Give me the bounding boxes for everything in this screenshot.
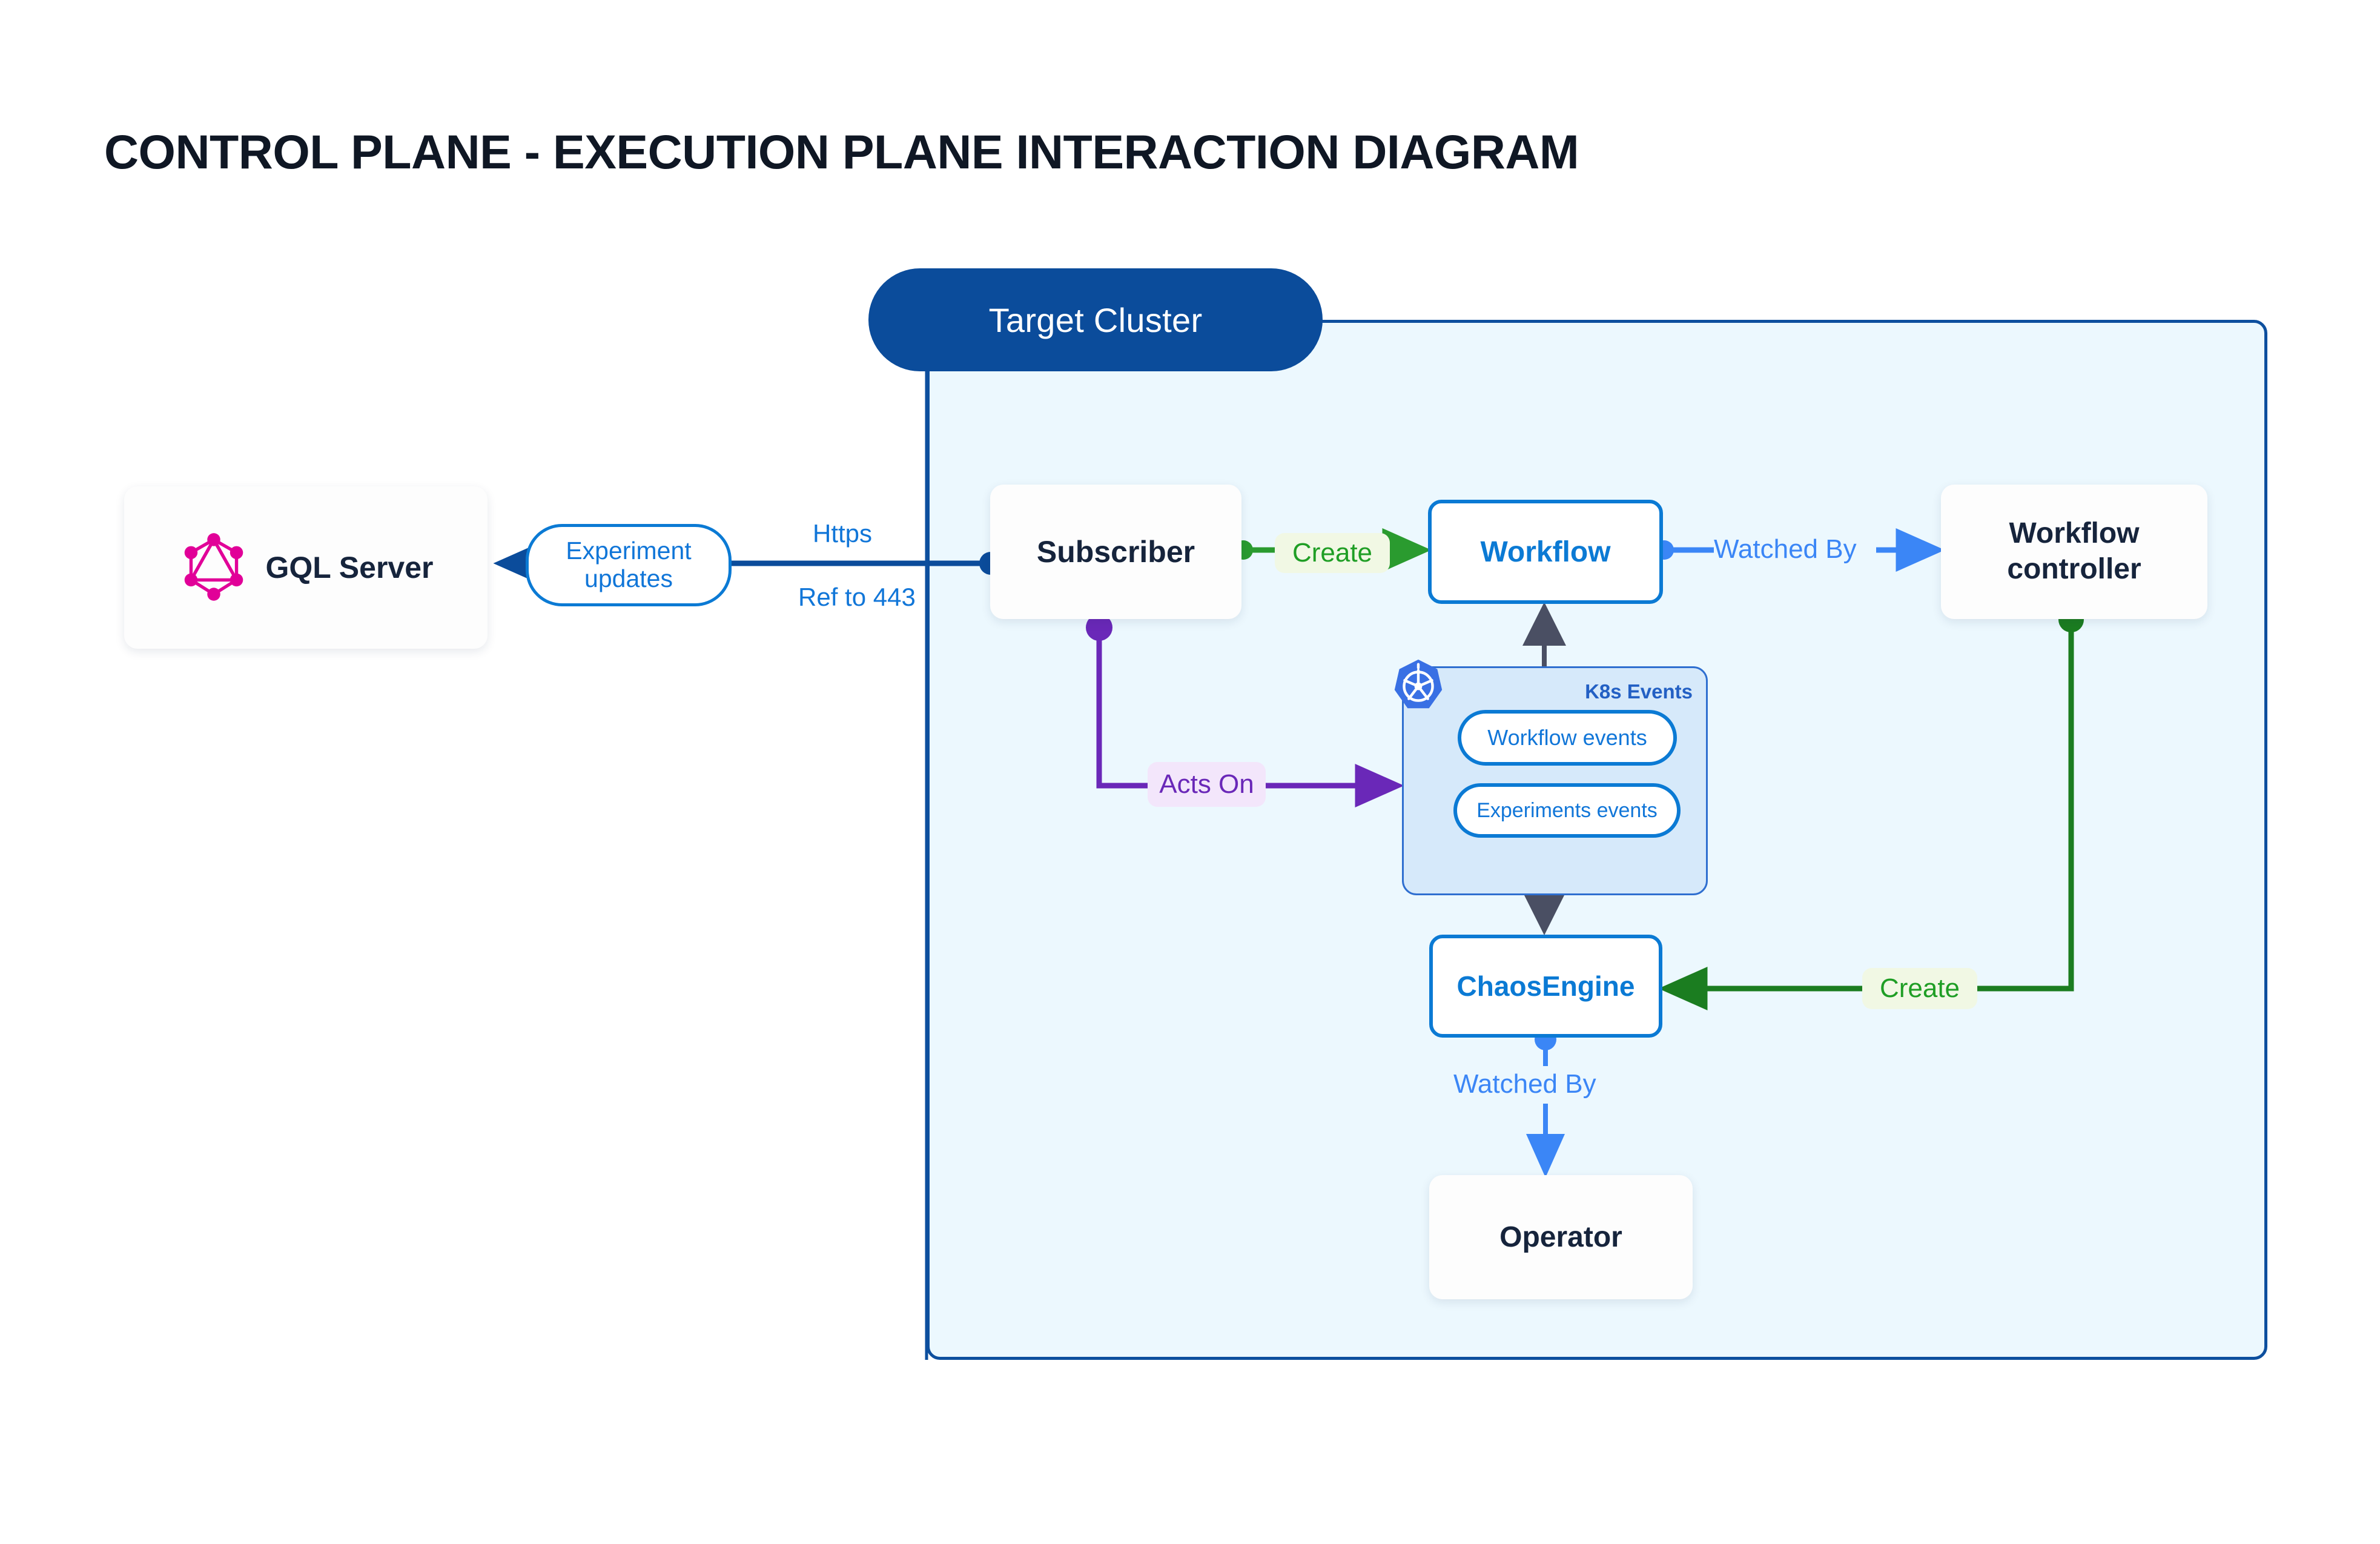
edge-label-experiment-updates: Experiment updates [526, 524, 732, 606]
node-workflow[interactable]: Workflow [1428, 500, 1663, 604]
node-chaosengine[interactable]: ChaosEngine [1429, 935, 1662, 1038]
edge-label-watched-by-controller: Watched By [1714, 534, 1857, 564]
k8s-events-panel-label: K8s Events [1585, 680, 1693, 703]
k8s-event-workflow-events-label: Workflow events [1487, 725, 1647, 750]
k8s-event-experiments-events-label: Experiments events [1476, 798, 1658, 822]
target-cluster-title: Target Cluster [868, 268, 1323, 371]
node-gql-server[interactable]: GQL Server [124, 486, 488, 649]
node-subscriber[interactable]: Subscriber [990, 485, 1241, 619]
graphql-logo-icon [178, 532, 250, 603]
experiment-updates-line-1: Experiment [566, 537, 692, 565]
k8s-event-workflow-events[interactable]: Workflow events [1458, 710, 1677, 766]
edge-label-create-chaosengine: Create [1862, 968, 1977, 1009]
edge-label-acts-on: Acts On [1148, 762, 1266, 807]
edge-label-ref-to-443: Ref to 443 [798, 583, 916, 611]
node-gql-server-label: GQL Server [265, 551, 434, 585]
node-chaosengine-label: ChaosEngine [1456, 970, 1635, 1002]
edge-label-https: Https [813, 519, 873, 548]
k8s-event-experiments-events[interactable]: Experiments events [1453, 783, 1681, 838]
node-workflow-controller[interactable]: Workflow controller [1941, 485, 2207, 619]
node-operator[interactable]: Operator [1429, 1175, 1693, 1299]
node-subscriber-label: Subscriber [1036, 535, 1195, 569]
edge-label-watched-by-operator: Watched By [1453, 1069, 1596, 1099]
edge-label-create-workflow: Create [1275, 533, 1390, 573]
kubernetes-logo-icon [1389, 657, 1448, 717]
node-operator-label: Operator [1499, 1221, 1622, 1253]
node-workflow-controller-label: Workflow controller [2007, 517, 2141, 585]
k8s-events-panel: K8s Events [1402, 666, 1708, 895]
node-workflow-label: Workflow [1480, 535, 1611, 568]
page-title: CONTROL PLANE - EXECUTION PLANE INTERACT… [104, 125, 1579, 179]
experiment-updates-line-2: updates [584, 565, 673, 592]
